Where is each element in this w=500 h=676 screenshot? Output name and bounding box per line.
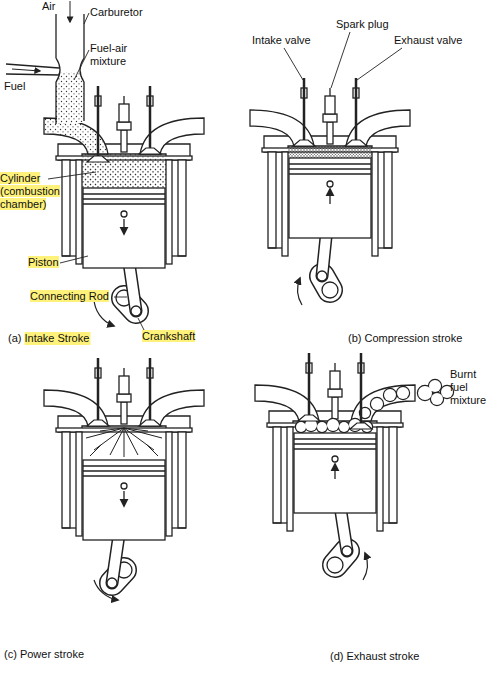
label-box: Cylinder (combustion chamber) (0, 172, 62, 211)
flow-label: Fuel (4, 80, 25, 92)
piston (83, 460, 165, 540)
label-box: Fuel-air mixture (90, 42, 140, 68)
stroke-caption: (b) Compression stroke (348, 332, 462, 344)
part-label: Cylinder (combustion chamber) (0, 172, 60, 210)
part-label: Spark plug (336, 18, 389, 30)
valves (87, 358, 161, 426)
rotation-arrow (94, 298, 114, 326)
carburetor (6, 1, 84, 124)
fuel-air-charge (82, 154, 166, 188)
label-box: (a) Intake Stroke (8, 332, 89, 345)
piston (289, 158, 371, 238)
part-label: Piston (28, 256, 59, 268)
part-label: Intake valve (252, 34, 311, 46)
part-label: Exhaust valve (394, 34, 462, 46)
burnt-gas-cloud (296, 387, 409, 432)
engine-exhaust (255, 353, 453, 580)
part-label: Carburetor (90, 6, 143, 18)
part-label: Fuel-air mixture (90, 42, 127, 67)
engine-power (44, 358, 204, 600)
leader-lines (48, 13, 402, 334)
cylinder-block (250, 88, 410, 256)
compressed-charge (288, 146, 372, 158)
cylinder-block (255, 363, 415, 531)
fuel-arrow (12, 69, 40, 71)
air-arrow (70, 1, 71, 22)
rotation-arrow (94, 580, 118, 600)
valves (87, 86, 161, 162)
label-box: Exhaust valve (394, 34, 462, 47)
engine-compression (250, 78, 410, 305)
part-label: Connecting Rod (30, 290, 109, 302)
label-box: Air (42, 0, 55, 13)
label-box: (c) Power stroke (4, 648, 84, 661)
fuel-air-charge (82, 154, 166, 188)
rotation-arrow (363, 553, 367, 580)
stroke-caption: (c) Power stroke (4, 648, 84, 660)
label-box: Piston (28, 256, 59, 269)
burnt-gas-cloud (418, 380, 453, 405)
label-box: (b) Compression stroke (348, 332, 462, 345)
valves (298, 353, 372, 429)
piston (294, 433, 376, 513)
label-box: Fuel (4, 80, 25, 93)
part-label: Burnt fuel mixture (450, 368, 486, 406)
label-box: Burnt fuel mixture (450, 368, 496, 407)
stroke-caption: (d) Exhaust stroke (330, 650, 419, 662)
stroke-caption: (a) Intake Stroke (8, 332, 89, 344)
label-box: Crankshaft (142, 330, 195, 343)
piston (83, 188, 165, 268)
rotation-arrow (298, 278, 302, 305)
ignition-burst (86, 428, 162, 457)
label-box: (d) Exhaust stroke (330, 650, 419, 663)
label-box: Spark plug (336, 18, 389, 31)
flow-label: Air (42, 0, 55, 12)
burnt-gas-cloud (418, 380, 453, 405)
label-box: Connecting Rod (30, 290, 109, 303)
label-box: Carburetor (90, 6, 143, 19)
label-box: Intake valve (252, 34, 311, 47)
burnt-gas-cloud (296, 387, 409, 432)
part-label: Crankshaft (142, 330, 195, 342)
valves (293, 78, 367, 146)
